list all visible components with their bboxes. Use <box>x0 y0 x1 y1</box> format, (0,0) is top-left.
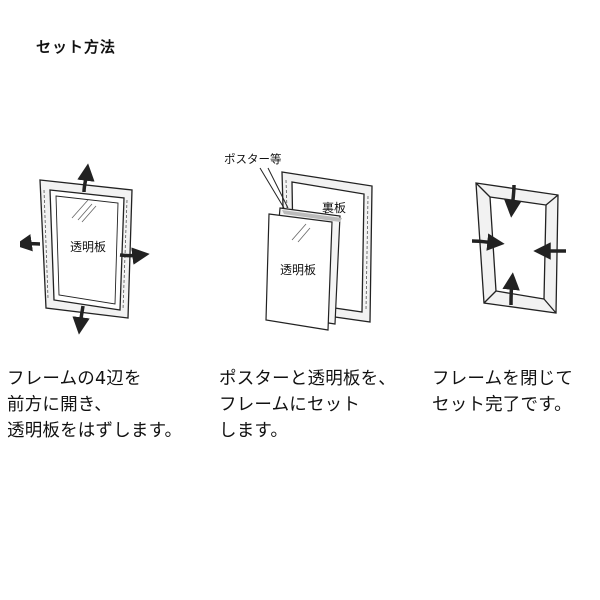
clear-panel-label: 透明板 <box>280 263 316 277</box>
figure-insert-poster: 裏板 透明板 ポスター等 <box>224 152 373 331</box>
arrow-up-icon <box>502 272 520 306</box>
step-3-text: フレームを閉じて セット完了です。 <box>432 366 573 418</box>
poster-callout-label: ポスター等 <box>224 152 282 166</box>
step-3-line-2: セット完了です。 <box>432 395 572 415</box>
step-1-text: フレームの4辺を 前方に開き、 透明板をはずします。 <box>7 366 182 444</box>
figure-open-frame: 透明板 <box>20 163 150 335</box>
glare-lines <box>71 199 97 223</box>
arrow-down-icon <box>504 184 522 218</box>
step-1-line-2: 前方に開き、 <box>7 395 112 415</box>
figure1-label: 透明板 <box>70 240 106 254</box>
back-panel-label: 裏板 <box>322 200 346 215</box>
poster-sheet <box>265 207 342 331</box>
frame-outline <box>39 179 133 319</box>
arrow-down-icon <box>72 305 90 335</box>
closed-frame <box>475 182 559 314</box>
arrow-right-icon <box>119 247 150 265</box>
arrow-up-icon <box>77 163 95 193</box>
step-1-line-1: フレームの4辺を <box>7 369 142 389</box>
step-2-line-2: フレームにセット <box>219 395 361 415</box>
callout-leader-lines <box>259 167 289 209</box>
step-2-line-1: ポスターと透明板を、 <box>219 369 396 389</box>
panel-glare-lines <box>291 223 311 243</box>
page-title: セット方法 <box>36 38 117 56</box>
step-2-line-3: します。 <box>219 421 289 441</box>
step-3-line-1: フレームを閉じて <box>432 369 574 389</box>
arrow-right-icon <box>471 233 505 251</box>
step-1-line-3: 透明板をはずします。 <box>7 421 183 441</box>
step-2-text: ポスターと透明板を、 フレームにセット します。 <box>219 366 396 444</box>
figure-closed-frame <box>471 182 567 314</box>
